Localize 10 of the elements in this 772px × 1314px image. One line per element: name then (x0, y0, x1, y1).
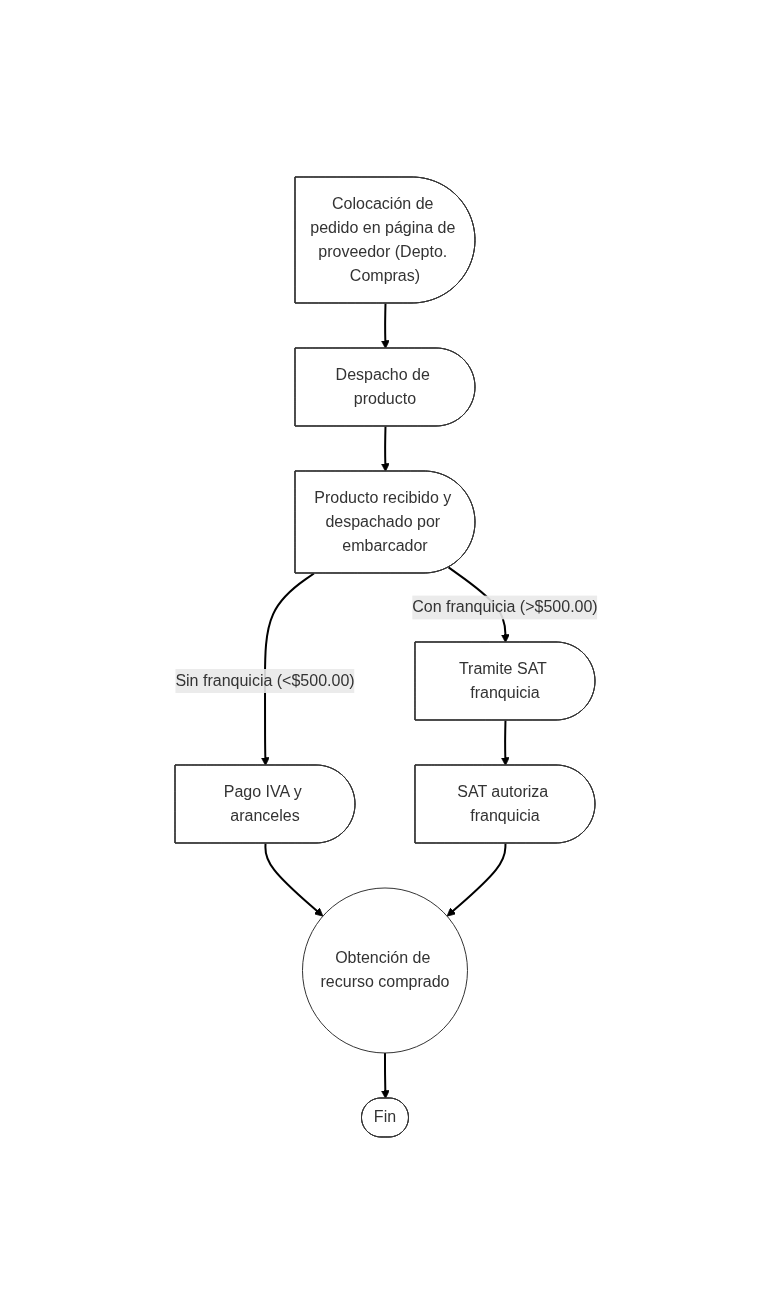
edge-label: Sin franquicia (<$500.00) (175, 671, 355, 689)
arrow (380, 1052, 390, 1099)
arrow (260, 572, 315, 766)
node-circle: Obtención de recurso comprado (301, 887, 468, 1054)
edge-label: Con franquicia (>$500.00) (411, 598, 598, 616)
arrow (380, 425, 390, 472)
arrow (446, 842, 507, 917)
arrow (264, 842, 323, 917)
arrow (380, 302, 390, 349)
arrow (500, 719, 510, 766)
